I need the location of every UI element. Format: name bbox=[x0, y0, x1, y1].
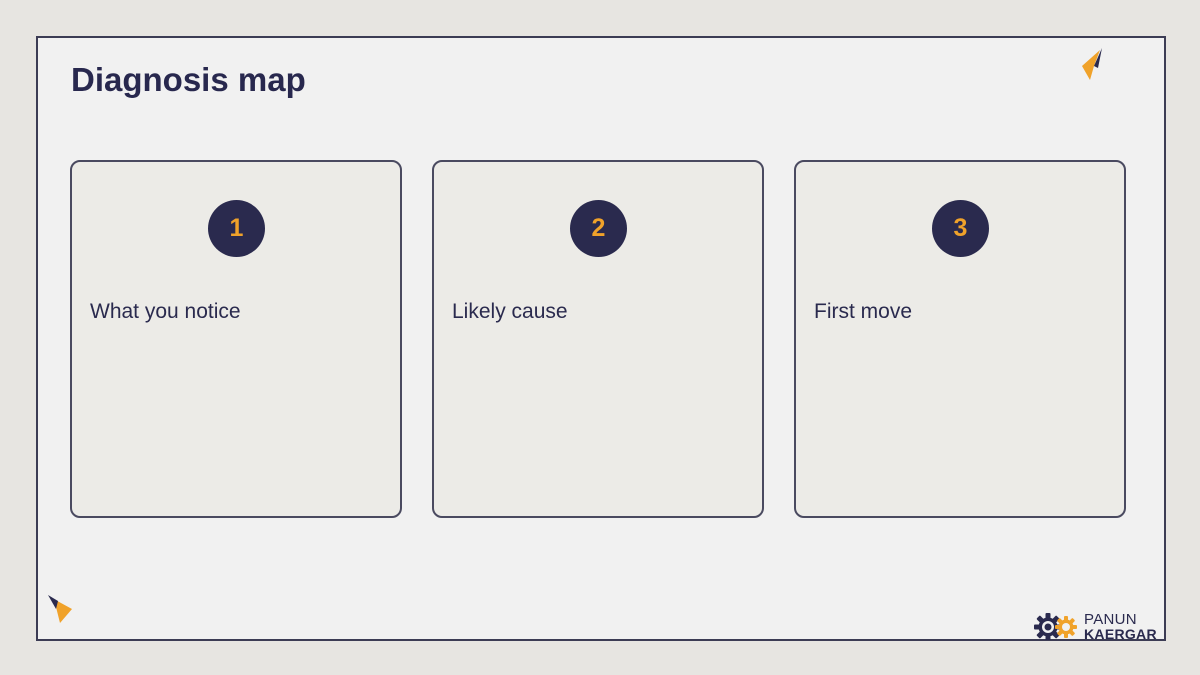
brand-logo: PANUN KAERGAR bbox=[1034, 610, 1162, 640]
card-label: What you notice bbox=[90, 300, 241, 323]
card-what-you-notice: 1 What you notice bbox=[70, 160, 402, 518]
card-label: Likely cause bbox=[452, 300, 568, 323]
slide-title: Diagnosis map bbox=[71, 61, 306, 98]
brand-wordmark: PANUN KAERGAR bbox=[1084, 612, 1157, 640]
arrow-decoration-icon bbox=[48, 595, 74, 630]
brand-line2: KAERGAR bbox=[1084, 626, 1157, 641]
card-likely-cause: 2 Likely cause bbox=[432, 160, 764, 518]
step-number-badge: 1 bbox=[208, 200, 265, 257]
slide: Diagnosis map 1 What you notice 2 Likely… bbox=[36, 36, 1166, 641]
step-number-badge: 3 bbox=[932, 200, 989, 257]
brand-line1: PANUN bbox=[1084, 611, 1137, 628]
gear-icon bbox=[1034, 613, 1077, 640]
arrow-decoration-icon bbox=[1078, 48, 1104, 85]
card-label: First move bbox=[814, 300, 913, 323]
card-first-move: 3 First move bbox=[794, 160, 1126, 518]
step-number-badge: 2 bbox=[570, 200, 627, 257]
